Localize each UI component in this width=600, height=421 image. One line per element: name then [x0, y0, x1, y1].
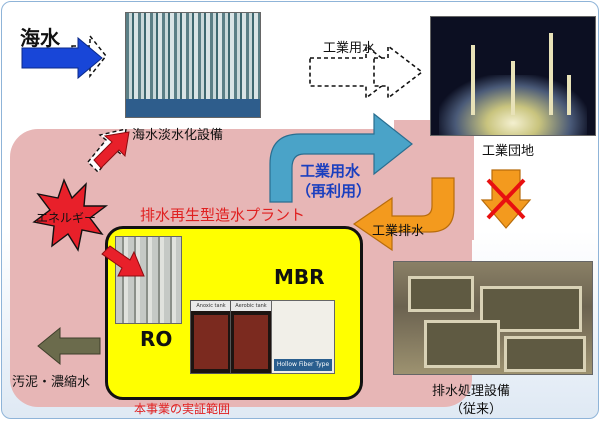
anoxic-tank-label: Anoxic tank [191, 301, 231, 311]
aerobic-tank-label: Aerobic tank [231, 301, 271, 311]
plant-title: 排水再生型造水プラント [140, 206, 306, 224]
mbr-label: MBR [274, 265, 325, 289]
desalination-photo [125, 12, 261, 118]
energy-arrow-down [101, 245, 145, 277]
wastewater-facility-sub-label: （従来） [450, 402, 503, 417]
industrial-wastewater-label: 工業排水 [372, 224, 425, 239]
reuse-water-sub-label: （再利用） [296, 182, 372, 200]
energy-burst [32, 178, 109, 252]
wastewater-facility-label: 排水処理設備 [432, 384, 511, 399]
seawater-arrow [21, 36, 103, 80]
ro-label: RO [140, 327, 173, 351]
industrial-water-arrow-2 [373, 44, 424, 100]
industrial-water-label: 工業用水 [323, 41, 376, 56]
sludge-label: 汚泥・濃縮水 [12, 375, 91, 390]
energy-label: エネルギー [36, 211, 97, 225]
scope-label: 本事業の実証範囲 [134, 402, 231, 416]
hollow-fiber-label: Hollow Fiber Type [274, 359, 332, 371]
energy-arrow-up [93, 131, 130, 169]
reuse-water-label: 工業用水 [300, 162, 361, 180]
cross-mark [486, 178, 526, 220]
hollow-fiber-photo: Hollow Fiber Type [271, 300, 335, 374]
anoxic-tank-photo: Anoxic tank [190, 300, 232, 374]
ro-unit-photo [115, 236, 182, 324]
industrial-zone-label: 工業団地 [482, 144, 535, 159]
aerobic-tank-photo: Aerobic tank [230, 300, 272, 374]
sludge-arrow [37, 326, 101, 366]
desal-facility-label: 海水淡水化設備 [132, 128, 224, 143]
industrial-complex-photo [430, 16, 596, 136]
wastewater-facility-photo [393, 261, 593, 375]
seawater-label: 海水 [20, 26, 60, 50]
reuse-arrow [269, 112, 413, 203]
wastewater-arrow [352, 177, 455, 252]
